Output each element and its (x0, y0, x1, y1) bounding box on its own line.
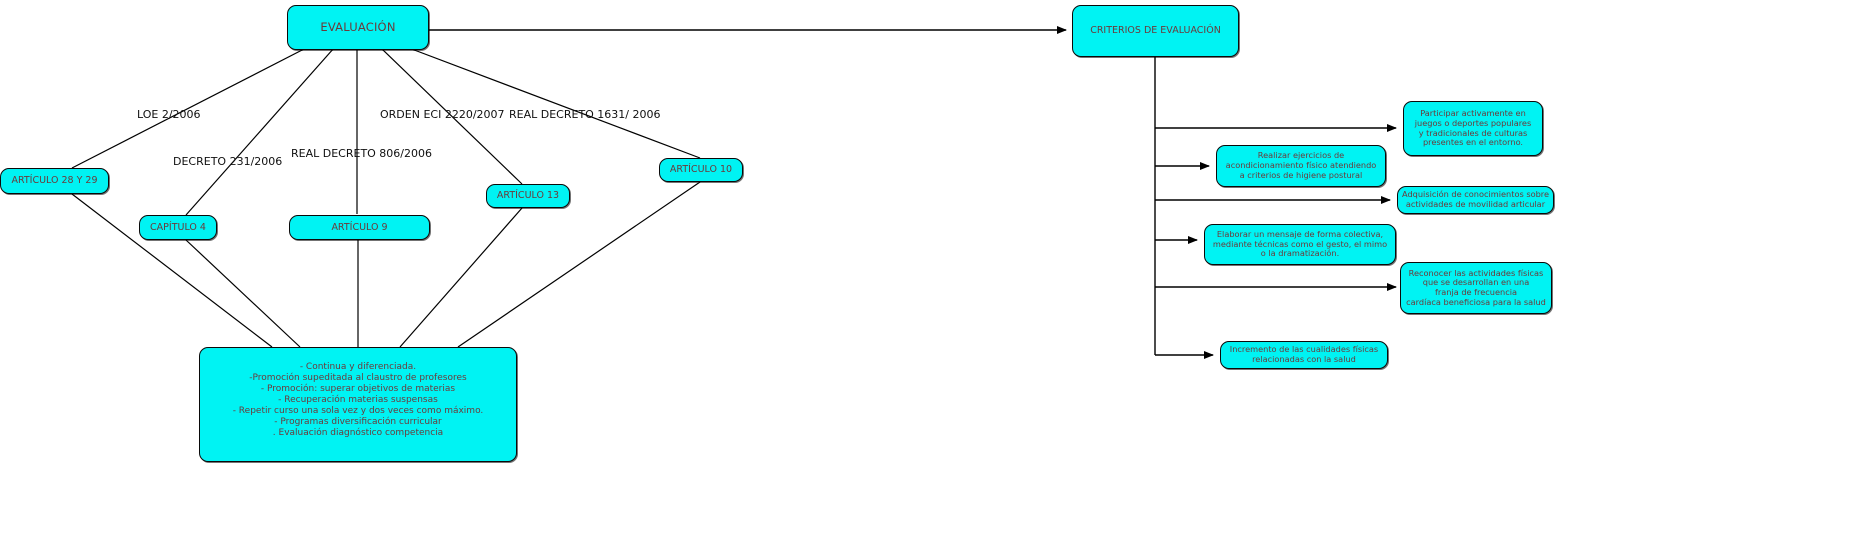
node-articulo-9[interactable]: ARTÍCULO 9 (289, 215, 430, 240)
edge-label-decreto-231: DECRETO 231/2006 (173, 155, 283, 168)
node-capitulo-4[interactable]: CAPÍTULO 4 (139, 215, 217, 240)
node-criterio-movilidad-articular[interactable]: Adquisición de conocimientos sobre activ… (1397, 186, 1554, 214)
node-criterio-acondicionamiento-fisico[interactable]: Realizar ejercicios de acondicionamiento… (1216, 145, 1386, 187)
node-articulo-10[interactable]: ARTÍCULO 10 (659, 158, 743, 182)
node-criterio-cualidades-fisicas[interactable]: Incremento de las cualidades físicas rel… (1220, 341, 1388, 369)
edge-label-loe: LOE 2/2006 (137, 108, 201, 121)
node-criterio-mensaje-colectivo[interactable]: Elaborar un mensaje de forma colectiva, … (1204, 224, 1396, 265)
edge-evaluacion-capitulo4 (185, 47, 335, 216)
edge-label-real-decreto-1631: REAL DECRETO 1631/ 2006 (509, 108, 661, 121)
node-criterios-evaluacion[interactable]: CRITERIOS DE EVALUACIÓN (1072, 5, 1239, 57)
edge-evaluacion-articulo10 (408, 47, 701, 159)
edge-label-real-decreto-806: REAL DECRETO 806/2006 (291, 147, 433, 160)
edge-capitulo4-resumen (185, 239, 301, 348)
node-articulo-13[interactable]: ARTÍCULO 13 (486, 184, 570, 208)
node-resumen-evaluacion[interactable]: - Continua y diferenciada. -Promoción su… (199, 347, 517, 462)
node-criterio-participar-juegos[interactable]: Participar activamente en juegos o depor… (1403, 101, 1543, 156)
node-evaluacion[interactable]: EVALUACIÓN (287, 5, 429, 50)
edge-label-orden-eci: ORDEN ECI 2220/2007 (380, 108, 505, 121)
node-articulo-28-29[interactable]: ARTÍCULO 28 Y 29 (0, 168, 109, 194)
node-criterio-frecuencia-cardiaca[interactable]: Reconocer las actividades físicas que se… (1400, 262, 1552, 314)
